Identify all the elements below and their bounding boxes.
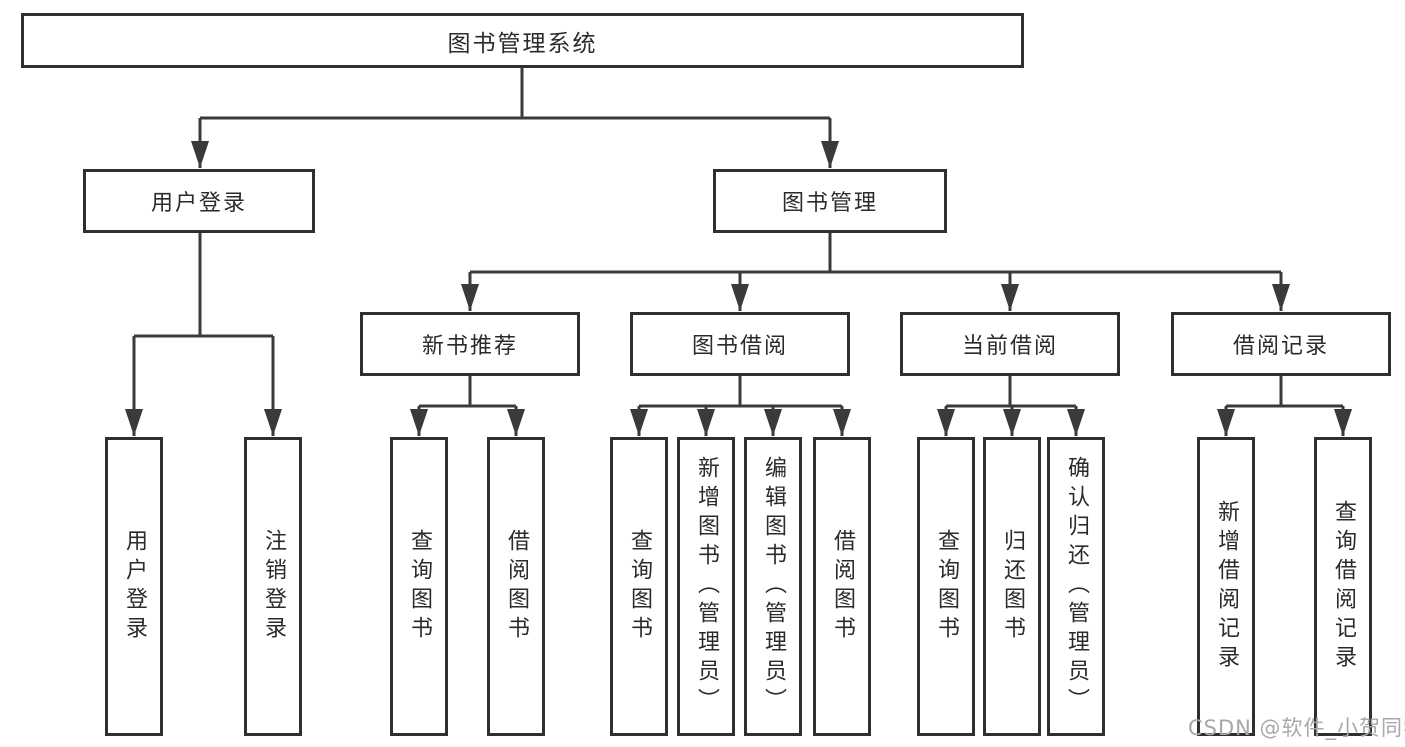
leaf-label: 用户登录 [122,528,147,645]
leaf-label: 查询图书 [934,528,959,645]
csdn-watermark: CSDN @软件_小贺同学 [1188,716,1405,740]
leaf-label: 新增图书（管理员） [694,456,719,717]
leaf-label: 借阅图书 [504,528,529,645]
node-label: 图书借阅 [691,334,788,359]
leaf-records-query-borrow-record: 查询借阅记录 [1314,437,1372,736]
leaf-records-add-borrow-record: 新增借阅记录 [1197,437,1255,736]
leaf-label: 确认归还（管理员） [1064,456,1089,717]
node-book-management: 图书管理 [713,169,947,233]
node-library-management-system: 图书管理系统 [21,13,1024,68]
leaf-label: 归还图书 [1000,528,1025,645]
leaf-bookborrow-query-books: 查询图书 [610,437,668,736]
leaf-currentborrow-query-books: 查询图书 [917,437,975,736]
leaf-label: 查询图书 [407,528,432,645]
leaf-logout: 注销登录 [244,437,302,736]
leaf-label: 借阅图书 [830,528,855,645]
node-label: 用户登录 [150,191,247,216]
node-user-login: 用户登录 [83,169,315,233]
node-label: 借阅记录 [1232,334,1329,359]
node-new-book-recommend: 新书推荐 [360,312,580,376]
node-book-borrow: 图书借阅 [630,312,850,376]
leaf-label: 注销登录 [261,528,286,645]
node-label: 新书推荐 [421,334,518,359]
leaf-user-login: 用户登录 [105,437,163,736]
node-label: 图书管理系统 [447,30,598,57]
leaf-newbooks-borrow-books: 借阅图书 [487,437,545,736]
leaf-label: 查询借阅记录 [1331,499,1356,674]
node-label: 图书管理 [781,191,878,216]
leaf-label: 编辑图书（管理员） [761,456,786,717]
leaf-label: 查询图书 [627,528,652,645]
leaf-currentborrow-return-books: 归还图书 [983,437,1041,736]
leaf-currentborrow-confirm-return-admin: 确认归还（管理员） [1047,437,1105,736]
leaf-label: 新增借阅记录 [1214,499,1239,674]
leaf-newbooks-query-books: 查询图书 [390,437,448,736]
node-label: 当前借阅 [961,334,1058,359]
leaf-bookborrow-add-books-admin: 新增图书（管理员） [677,437,735,736]
node-current-borrow: 当前借阅 [900,312,1120,376]
leaf-bookborrow-borrow-books: 借阅图书 [813,437,871,736]
node-borrow-records: 借阅记录 [1171,312,1391,376]
leaf-bookborrow-edit-books-admin: 编辑图书（管理员） [744,437,802,736]
